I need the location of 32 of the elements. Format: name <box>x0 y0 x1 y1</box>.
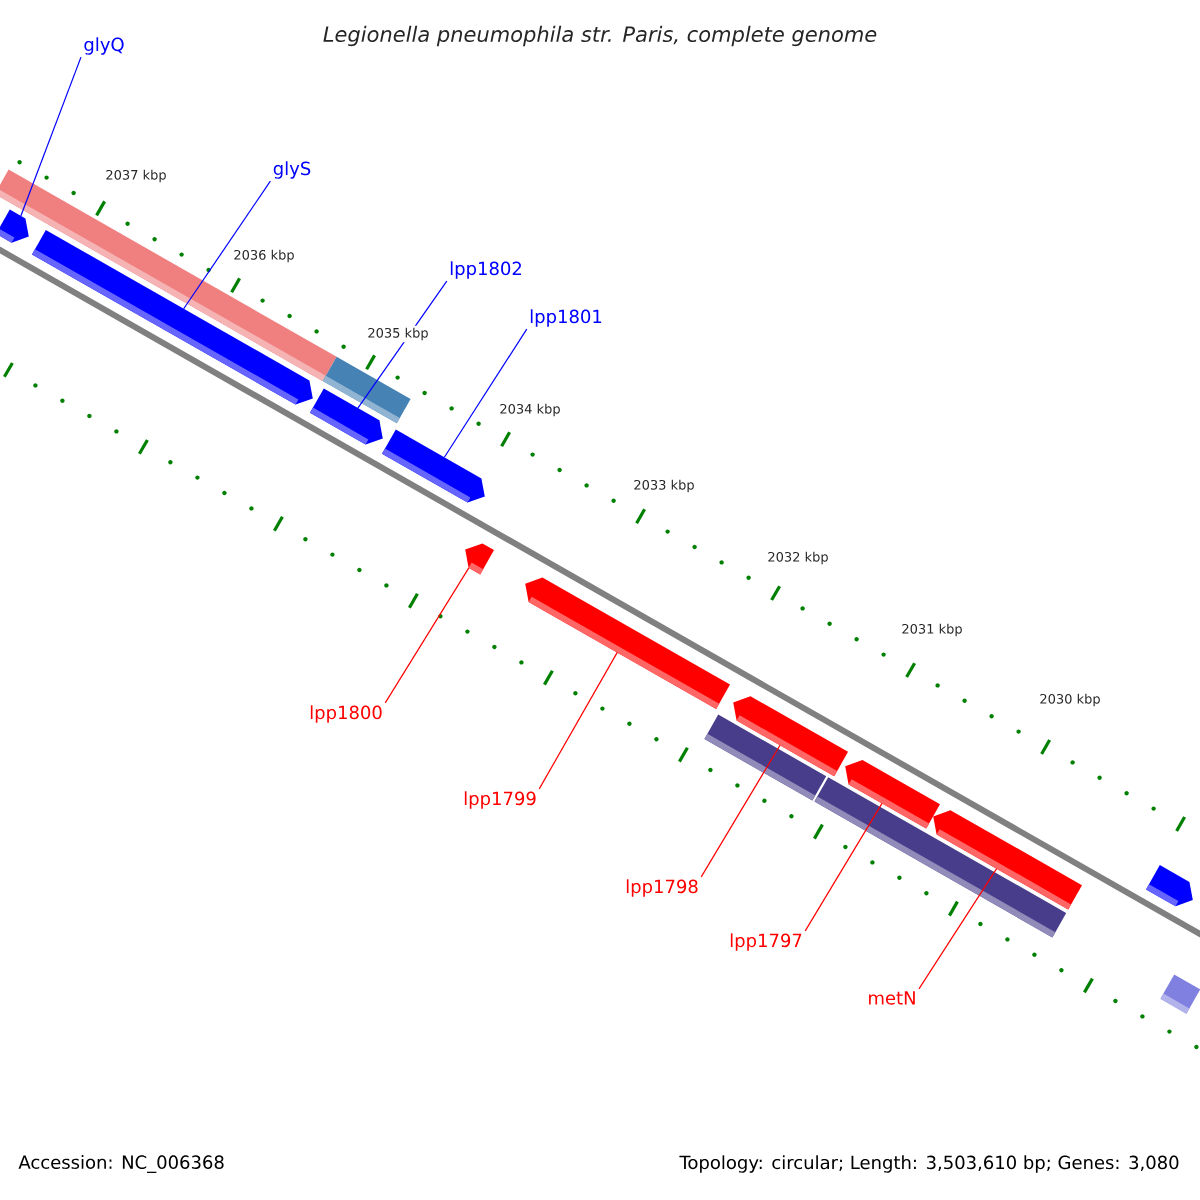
gene-block <box>310 388 383 445</box>
leader-line <box>804 802 883 932</box>
title: Legionella pneumophila str. Paris, complete genome <box>323 25 877 47</box>
gene-label: lpp1800 <box>310 705 382 723</box>
gene-label: lpp1799 <box>464 791 536 809</box>
gene-label: lpp1801 <box>530 309 602 327</box>
gene-label: lpp1797 <box>730 933 802 951</box>
feature-bar <box>1160 974 1200 1014</box>
leader-line <box>538 651 618 790</box>
genome-info-text: Topology: circular; Length: 3,503,610 bp; Genes: 3,080 <box>679 1155 1179 1173</box>
gene-label: glyQ <box>84 37 124 55</box>
leader-line <box>20 56 82 217</box>
gene-block <box>1146 865 1193 907</box>
gene-block <box>933 810 1082 910</box>
gene-block <box>845 760 940 829</box>
gene-block <box>733 696 848 777</box>
leader-line <box>700 744 781 878</box>
gene-label: lpp1798 <box>626 879 698 897</box>
leader-line <box>443 328 528 458</box>
accession-text: Accession: NC_006368 <box>18 1155 224 1173</box>
gene-label: metN <box>869 991 915 1005</box>
gene-block <box>0 209 29 243</box>
gene-block <box>382 429 485 503</box>
gene-block <box>32 230 313 405</box>
gene-label: glyS <box>273 161 311 179</box>
leader-line <box>918 868 998 990</box>
leader-line <box>183 180 271 310</box>
gene-block <box>525 577 730 709</box>
gene-label: lpp1802 <box>450 261 522 279</box>
gene-block <box>465 543 494 575</box>
leader-line <box>357 280 448 409</box>
leader-line <box>384 567 470 704</box>
